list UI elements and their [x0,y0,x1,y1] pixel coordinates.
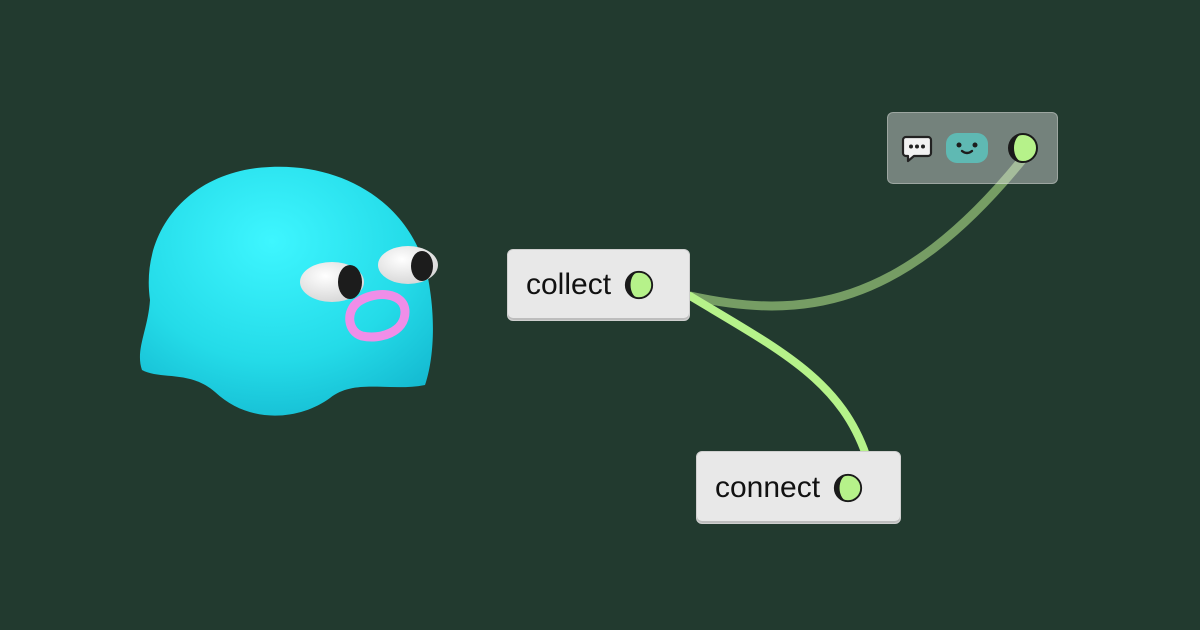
mascot-eye-left [300,262,364,302]
half-moon-toggle-icon[interactable] [1006,131,1040,165]
wire-collect-to-toolbar [685,155,1027,311]
half-moon-toggle-icon[interactable] [623,269,655,301]
mascot-body [139,166,433,416]
node-collect[interactable]: collect [507,249,690,321]
node-connect[interactable]: connect [696,451,901,524]
node-connect-label: connect [715,470,821,504]
node-collect-label: collect [526,268,612,301]
mascot-mouth [345,290,410,342]
mascot-eye-right [378,246,438,284]
node-toolbar [887,112,1058,184]
half-moon-toggle-icon[interactable] [832,472,864,504]
smile-face-icon[interactable] [945,131,989,165]
chat-bubble-icon[interactable] [900,131,934,165]
wire-collect-to-connect [686,292,870,459]
